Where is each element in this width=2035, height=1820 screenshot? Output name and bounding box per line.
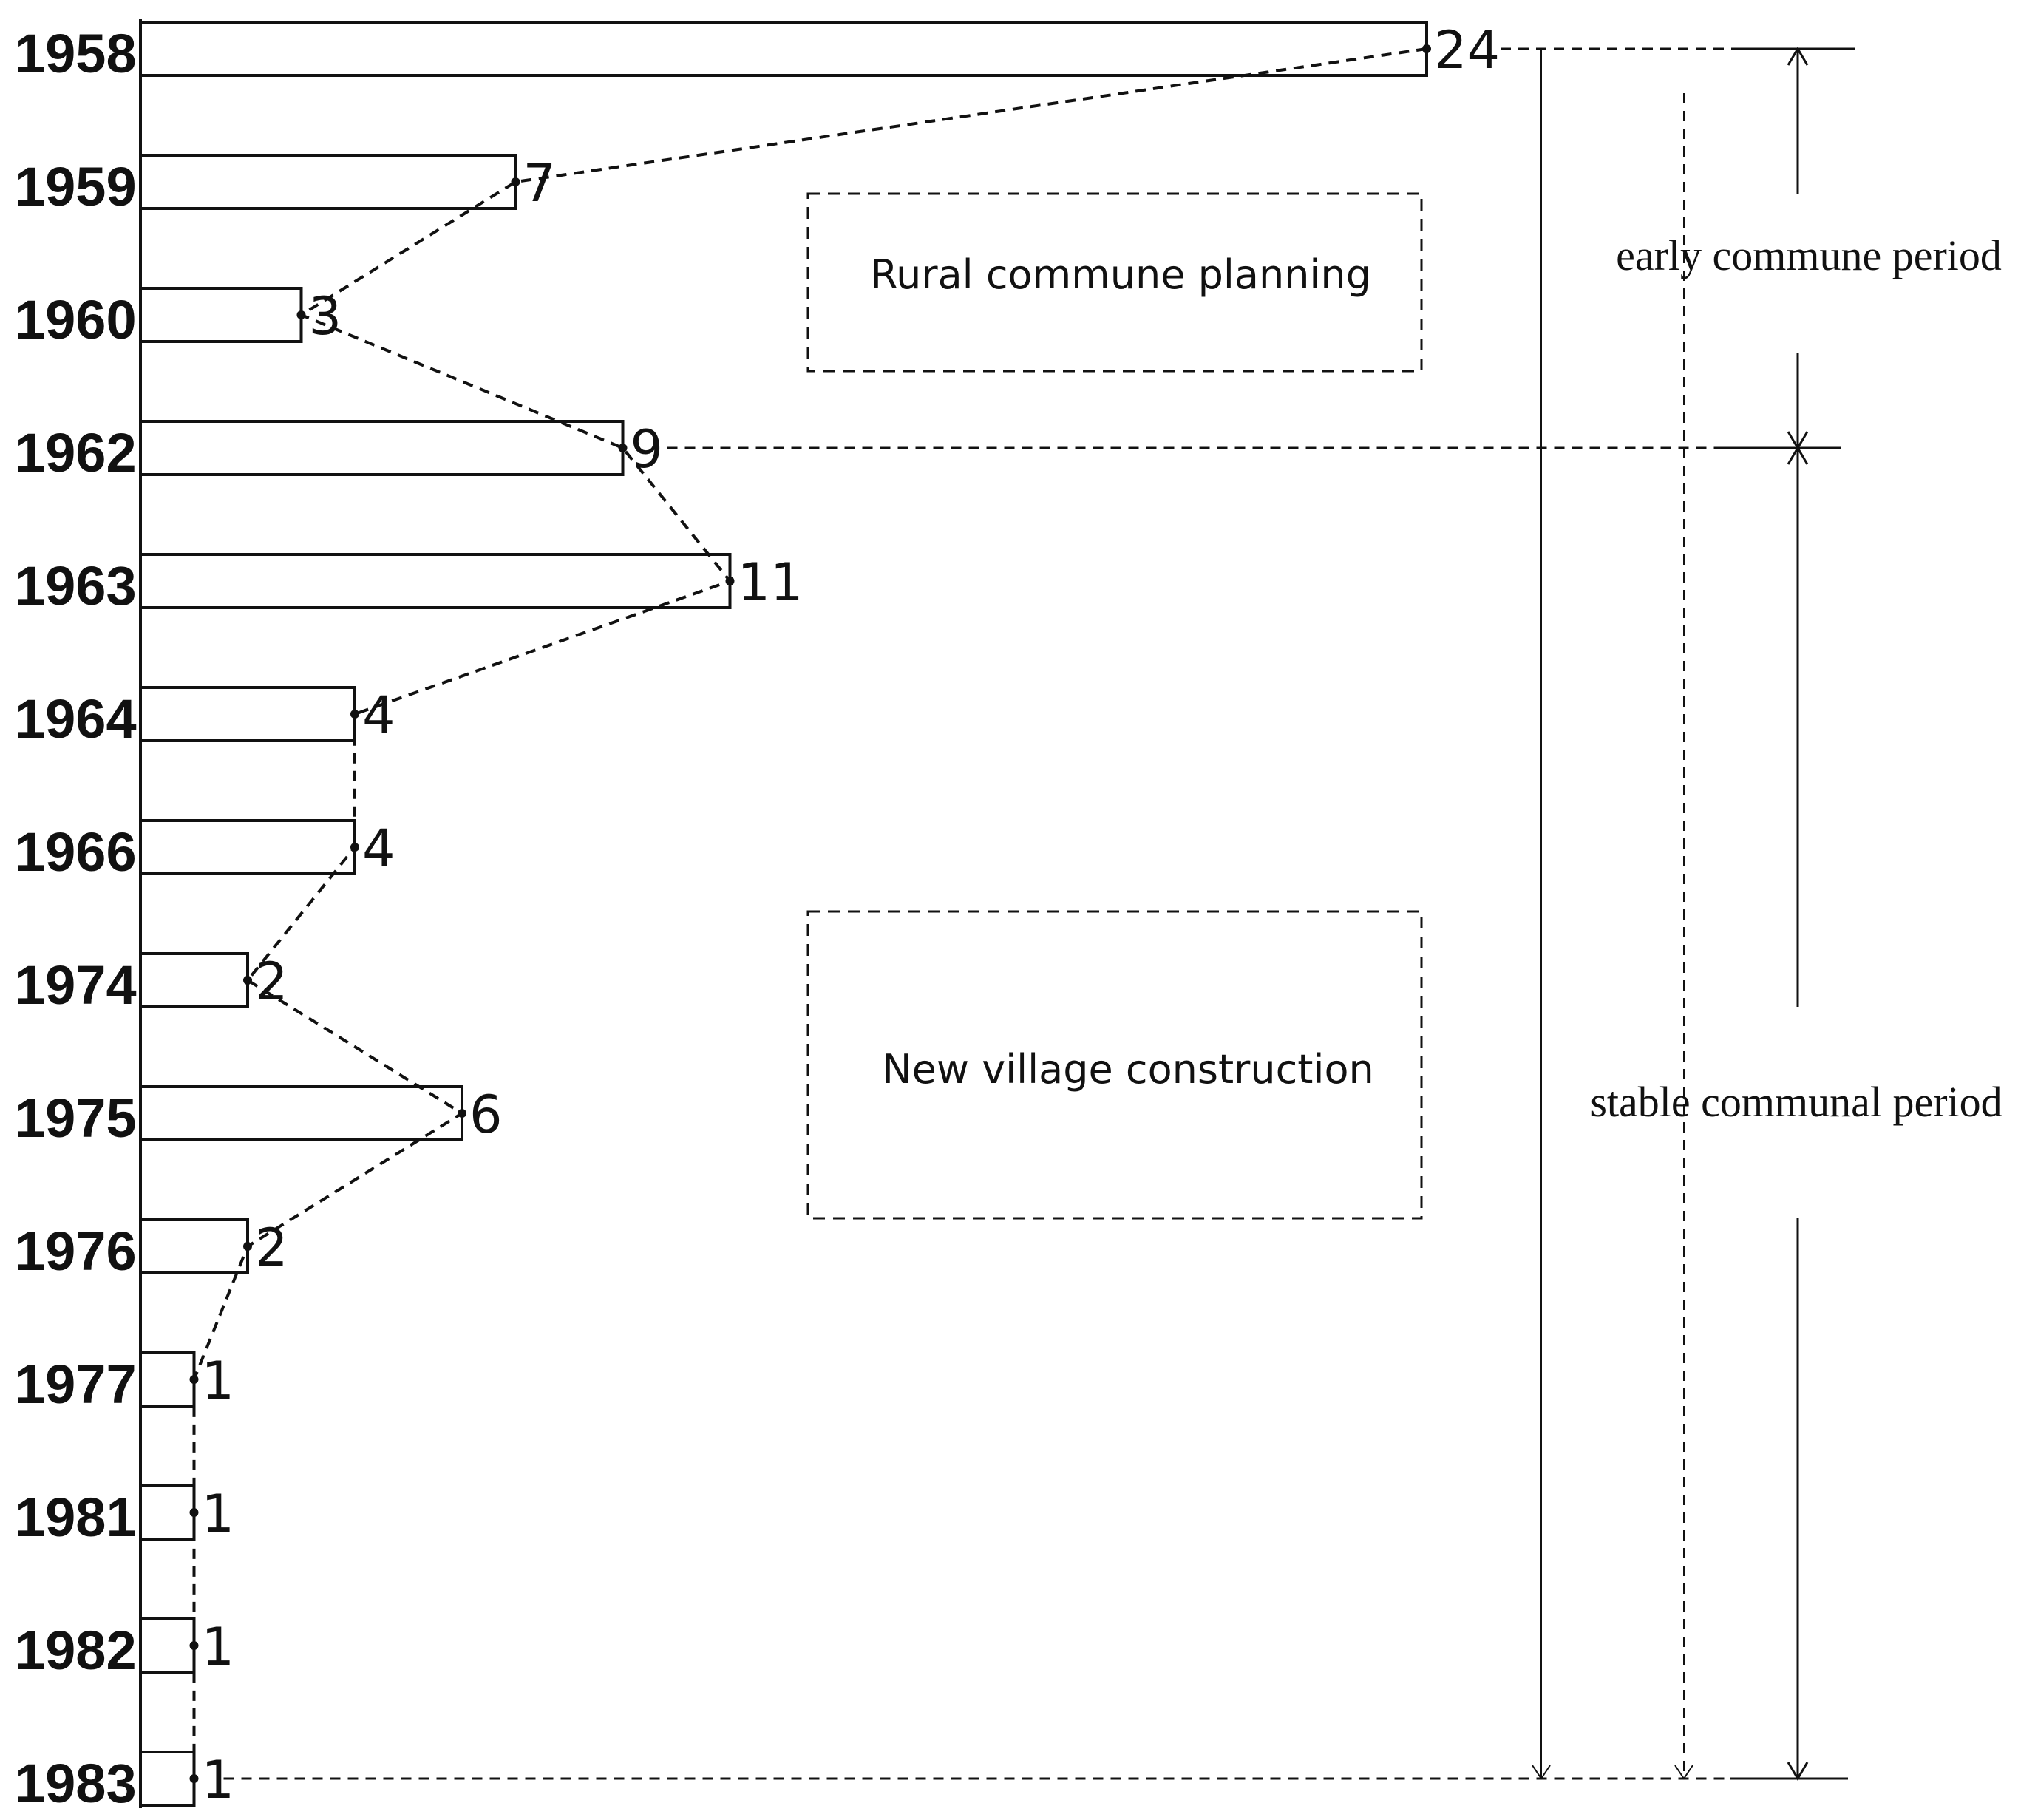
period-label-early: early commune period	[1616, 231, 2002, 279]
bar-1975	[139, 1085, 463, 1141]
value-label-1982: 1	[202, 1617, 235, 1677]
bar-1976	[139, 1218, 249, 1274]
year-label-1975: 1975	[15, 1087, 137, 1149]
bar-end-dot-1983	[189, 1774, 199, 1783]
year-label-1982: 1982	[15, 1620, 137, 1681]
annotation-box-rural-commune	[806, 192, 1423, 373]
value-label-1964: 4	[362, 685, 395, 746]
year-label-1977: 1977	[15, 1354, 137, 1415]
value-label-1959: 7	[523, 153, 557, 214]
bar-1981	[139, 1484, 196, 1541]
bar-1966	[139, 819, 356, 875]
value-label-1975: 6	[469, 1084, 503, 1145]
guides-layer	[223, 47, 1855, 1781]
value-label-1974: 2	[255, 951, 288, 1012]
year-label-1958: 1958	[15, 23, 137, 84]
value-label-1977: 1	[202, 1351, 235, 1411]
bar-1982	[139, 1617, 196, 1674]
annotation-text-new-village: New village construction	[882, 1046, 1373, 1093]
guide-vertical-solid-arrow	[1532, 1765, 1551, 1780]
year-label-1959: 1959	[15, 156, 137, 217]
bar-1983	[139, 1751, 196, 1807]
bar-1964	[139, 686, 356, 742]
bar-1977	[139, 1351, 196, 1408]
value-label-1963: 11	[738, 552, 804, 613]
year-label-1983: 1983	[15, 1753, 137, 1814]
value-label-1960: 3	[309, 286, 342, 347]
bars-layer	[139, 19, 1428, 1808]
year-label-1966: 1966	[15, 821, 137, 883]
bar-end-dot-1981	[189, 1508, 199, 1517]
trend-line	[192, 47, 1427, 1779]
year-label-1964: 1964	[15, 688, 137, 750]
period-stable-arrowhead-top	[1787, 446, 1809, 465]
value-label-1976: 2	[255, 1218, 288, 1278]
year-label-1962: 1962	[15, 422, 137, 483]
bar-1959	[139, 154, 517, 210]
year-label-1981: 1981	[15, 1487, 137, 1548]
bar-1963	[139, 553, 732, 609]
value-label-1981: 1	[202, 1484, 235, 1544]
guide-vertical-dashed-arrow	[1674, 1765, 1693, 1780]
trend-layer	[189, 44, 1431, 1783]
period-early-arrowhead-top	[1787, 47, 1809, 66]
year-label-1960: 1960	[15, 289, 137, 350]
year-label-1963: 1963	[15, 555, 137, 617]
bar-1958	[139, 21, 1428, 77]
value-label-1958: 24	[1434, 20, 1500, 81]
value-label-1983: 1	[202, 1750, 235, 1810]
bar-end-dot-1964	[350, 710, 359, 719]
annotation-box-new-village	[806, 910, 1423, 1220]
annotation-text-rural-commune: Rural commune planning	[870, 251, 1371, 298]
bar-1960	[139, 287, 303, 343]
year-label-1974: 1974	[15, 954, 137, 1016]
value-label-1962: 9	[631, 419, 664, 480]
bar-1962	[139, 420, 625, 476]
bar-1974	[139, 952, 249, 1008]
value-label-1966: 4	[362, 818, 395, 879]
year-label-1976: 1976	[15, 1220, 137, 1282]
period-label-stable: stable communal period	[1590, 1078, 2002, 1126]
